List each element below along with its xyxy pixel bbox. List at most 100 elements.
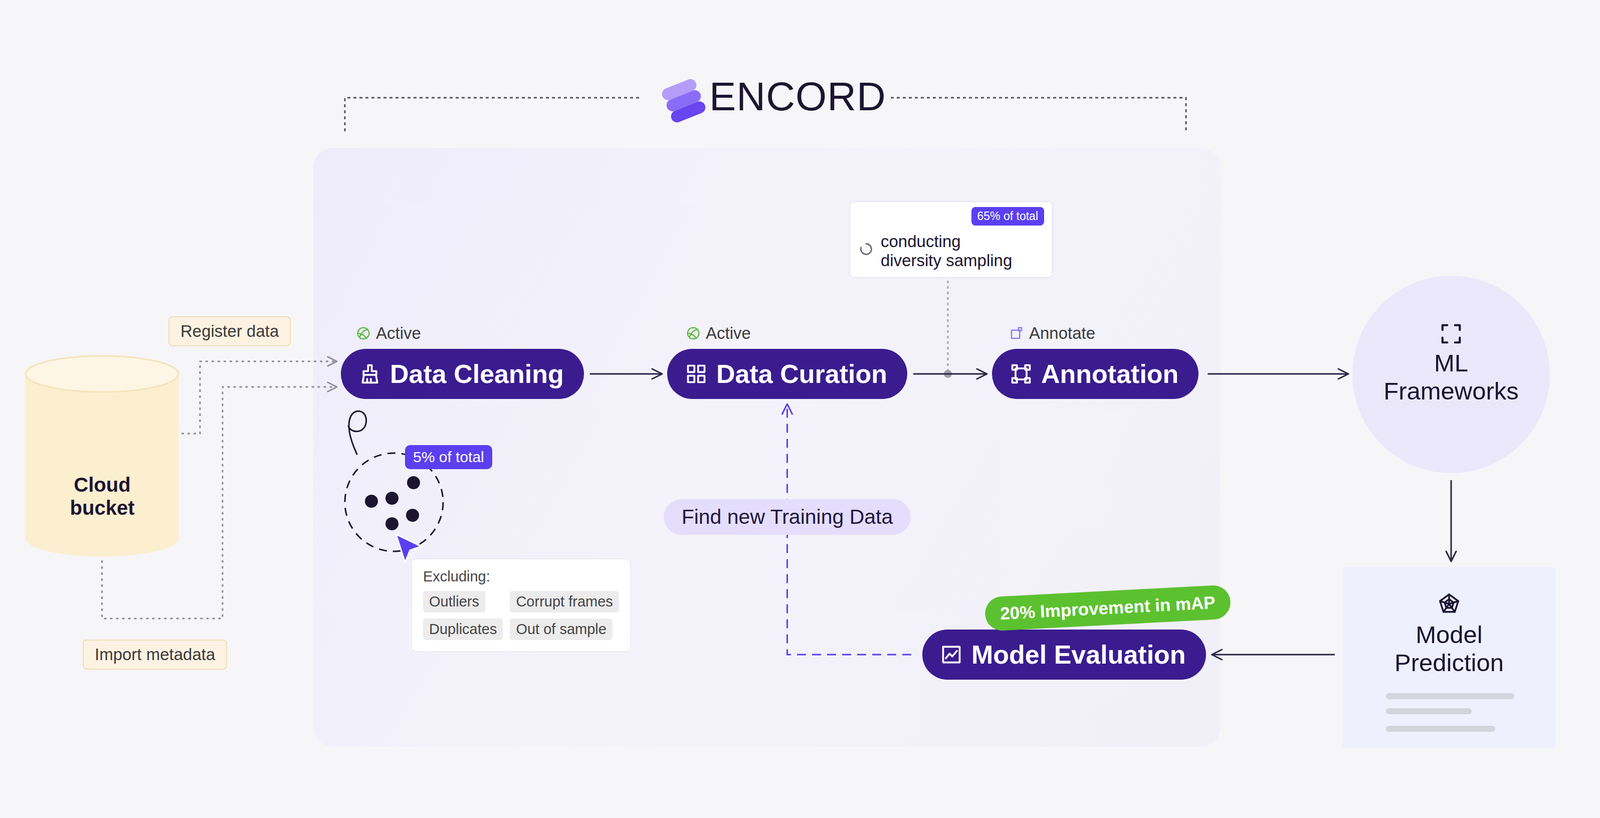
icon-stroke	[688, 333, 697, 339]
icon-stroke	[1442, 325, 1448, 331]
flow-arrow	[102, 386, 338, 619]
framework-label: ML Frameworks	[1375, 348, 1527, 406]
icon-stroke	[1012, 377, 1018, 383]
icon-stroke	[358, 333, 367, 339]
icon-stroke	[1018, 327, 1022, 331]
icon-stroke	[860, 244, 872, 255]
bracket	[344, 97, 1186, 132]
edge-label: Find new Training Data	[663, 499, 912, 535]
icon-stroke	[1455, 325, 1461, 331]
edge-label: Import metadata	[82, 639, 228, 670]
icon-stroke	[945, 651, 957, 659]
icon-stroke	[357, 327, 370, 340]
icon-stroke	[363, 365, 377, 375]
icon-stroke	[1449, 604, 1455, 613]
process-label: Data Cleaning	[389, 358, 564, 389]
icon-stroke	[1442, 337, 1448, 343]
process-label: Model Evaluation	[971, 639, 1186, 670]
grid-icon	[685, 362, 708, 385]
status-heading: Annotate	[1009, 323, 1096, 344]
icon-stroke	[366, 378, 369, 383]
scan-icon	[1439, 322, 1463, 346]
storage-cylinder: Cloud bucket	[24, 354, 180, 558]
process-pill: Model Evaluation	[922, 629, 1207, 680]
storage-label: Cloud bucket	[52, 473, 153, 520]
icon-stroke	[369, 378, 372, 383]
icon-stroke	[1025, 377, 1030, 383]
flow-arrow	[1212, 654, 1335, 656]
cursor	[395, 534, 422, 563]
data-point	[406, 508, 420, 522]
process-label: Annotation	[1041, 358, 1179, 389]
icon-stroke	[1449, 601, 1459, 605]
radar-icon	[1437, 592, 1461, 616]
flow-arrow	[181, 361, 337, 434]
data-point	[385, 491, 399, 505]
bbox-icon	[1010, 362, 1033, 385]
framework-circle: ML Frameworks	[1352, 275, 1550, 474]
icon-stroke	[1448, 594, 1450, 605]
status-text: Active	[375, 323, 422, 343]
data-point	[364, 494, 378, 508]
filter-chip: Outliers	[423, 590, 486, 613]
filter-chip: Corrupt frames	[509, 590, 619, 613]
squiggle	[348, 411, 367, 455]
icon-stroke	[698, 365, 705, 373]
logo-mark	[660, 77, 708, 125]
spin-icon	[859, 242, 874, 257]
flow-arrow	[589, 373, 663, 375]
process-pill: Annotation	[991, 348, 1199, 399]
group-heading: Excluding:	[423, 568, 620, 585]
placeholder-line	[1385, 725, 1496, 732]
data-point	[385, 517, 399, 531]
process-step: AnnotateAnnotation	[991, 323, 1199, 399]
icon-stroke	[362, 374, 377, 383]
logo-stripe	[669, 99, 708, 125]
chart-icon	[940, 643, 963, 666]
data-point	[407, 476, 421, 490]
broom-icon	[358, 362, 381, 385]
active-icon	[685, 325, 701, 341]
logo-text: ENCORD	[709, 76, 887, 117]
badge: 65% of total	[971, 207, 1045, 226]
exclusion-card: Excluding: Outliers Corrupt framesDuplicat…	[411, 558, 632, 653]
metric-badge: 20% Improvement in mAP	[984, 584, 1232, 632]
tag-text: Duplicates	[429, 621, 497, 638]
filter-chip: Duplicates	[423, 618, 503, 641]
flow-arrow	[1207, 373, 1349, 375]
cylinder-top	[25, 355, 179, 392]
logo-wrap: ENCORD	[709, 76, 887, 117]
status-text: Active	[705, 323, 751, 343]
process-pill: Data Cleaning	[340, 348, 584, 399]
flow-arrow	[913, 373, 987, 375]
icon-stroke	[688, 375, 695, 383]
cylinder-body	[25, 373, 179, 557]
icon-stroke	[698, 375, 705, 383]
icon-stroke	[1012, 365, 1018, 370]
share-badge: 5% of total	[405, 445, 493, 470]
icon-stroke	[687, 327, 700, 340]
icon-stroke	[1440, 601, 1450, 605]
icon-stroke	[1440, 594, 1459, 613]
status-heading: Active	[685, 323, 751, 344]
filter-chip: Out of sample	[509, 618, 613, 641]
tag-text: Outliers	[429, 593, 480, 611]
cylinder-shape	[24, 354, 180, 558]
icon-stroke	[1443, 604, 1450, 613]
prediction-card: Model Prediction	[1342, 567, 1556, 748]
tag-text: Out of sample	[515, 621, 607, 638]
edge-label: Register data	[168, 316, 291, 347]
status-text: Annotate	[1029, 323, 1096, 343]
note-text: conducting diversity sampling	[880, 232, 1017, 271]
placeholder-line	[1385, 708, 1472, 715]
process-label: Data Curation	[716, 358, 888, 389]
leader-line	[947, 280, 949, 370]
process-step: Model Evaluation	[922, 629, 1207, 680]
annot-icon	[1009, 325, 1025, 341]
icon-stroke	[1455, 337, 1461, 343]
flow-arrow	[1450, 480, 1453, 562]
tag-text: Corrupt frames	[515, 593, 613, 611]
active-icon	[355, 325, 371, 341]
circle-fill	[1352, 275, 1550, 474]
